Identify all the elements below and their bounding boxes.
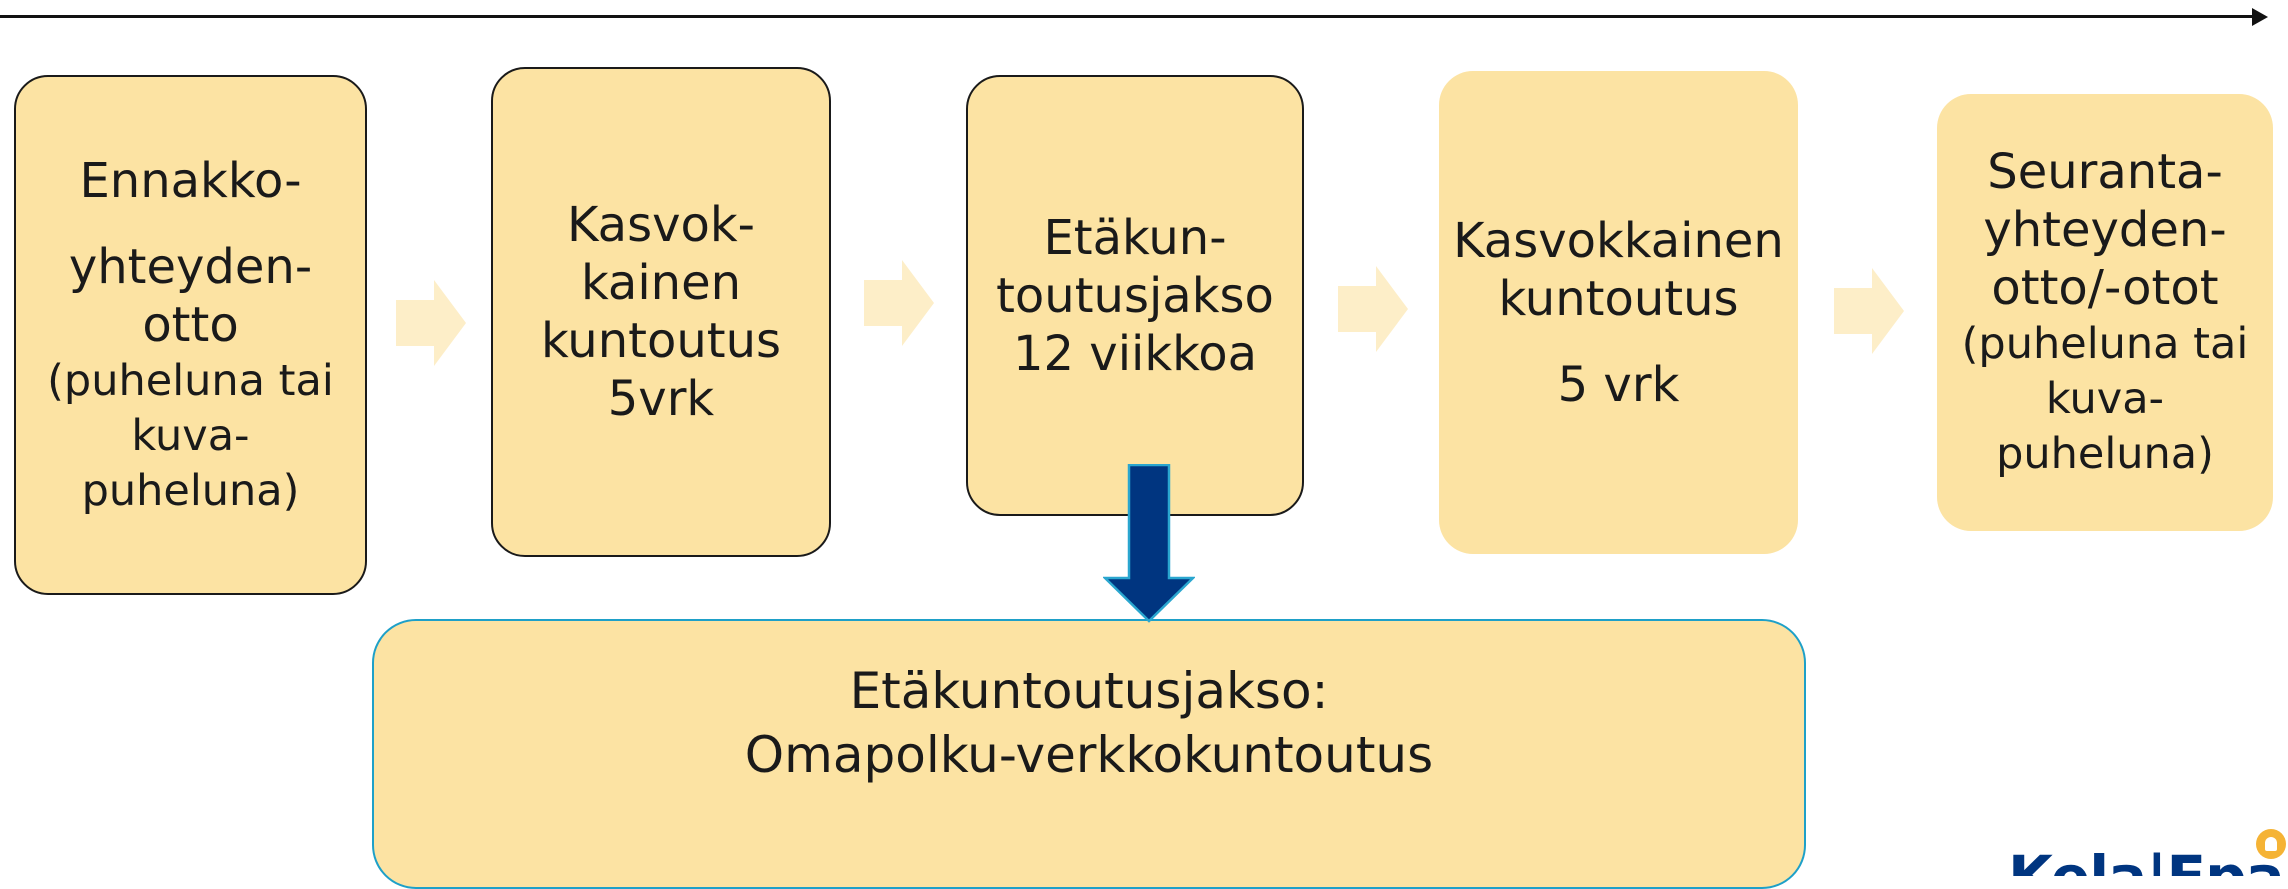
logo-badge-icon xyxy=(2256,829,2286,859)
logo-text: Kela|Fpa xyxy=(2008,848,2285,876)
online-period-subtitle: Omapolku-verkkokuntoutus xyxy=(744,726,1434,784)
step-text-line: Seuranta- xyxy=(1987,144,2223,200)
step-text-line: kainen xyxy=(580,255,742,311)
online-period-title: Etäkuntoutusjakso: xyxy=(849,662,1329,720)
timeline-arrow-line xyxy=(0,15,2258,18)
step-text-line: puheluna) xyxy=(1996,429,2214,479)
step-text-line: kuva- xyxy=(2045,374,2165,424)
step-text-line: (puheluna tai xyxy=(1961,319,2249,369)
step-box-seurantayhteydenotto: Seuranta-yhteyden-otto/-otot(puheluna ta… xyxy=(1937,94,2273,531)
step-text-line: toutusjakso xyxy=(996,267,1274,324)
step-text-line: otto xyxy=(142,296,239,353)
online-rehabilitation-box: Etäkuntoutusjakso: Omapolku-verkkokuntou… xyxy=(372,619,1806,889)
chevron-right-icon xyxy=(1834,268,1904,354)
step-text-line: Etäkun- xyxy=(1043,209,1227,266)
step-text-line: Kasvokkainen xyxy=(1453,212,1784,269)
step-text-line: 5 vrk xyxy=(1557,356,1680,413)
step-text-line: yhteyden- xyxy=(1983,202,2227,258)
step-text-line: kuva- xyxy=(131,410,250,461)
step-text-line: kuntoutus xyxy=(1498,270,1739,327)
step-text-line: (puheluna tai xyxy=(47,355,334,406)
step-text-line: Ennakko- xyxy=(79,152,302,209)
step-text-line: yhteyden- xyxy=(68,238,313,295)
chevron-right-icon xyxy=(396,280,466,366)
step-text-line: 12 viikkoa xyxy=(1012,325,1258,382)
kela-fpa-logo: Kela|Fpa xyxy=(2008,826,2288,876)
down-arrow-icon xyxy=(1103,464,1195,624)
chevron-right-icon xyxy=(1338,266,1408,352)
chevron-right-icon xyxy=(864,260,934,346)
step-text-line: Kasvok- xyxy=(567,197,755,253)
step-text-line: 5vrk xyxy=(607,371,715,427)
step-text-line: otto/-otot xyxy=(1991,260,2219,316)
step-text-line: kuntoutus xyxy=(540,313,782,369)
timeline-arrowhead xyxy=(2252,8,2268,26)
step-text-line: puheluna) xyxy=(81,465,300,516)
